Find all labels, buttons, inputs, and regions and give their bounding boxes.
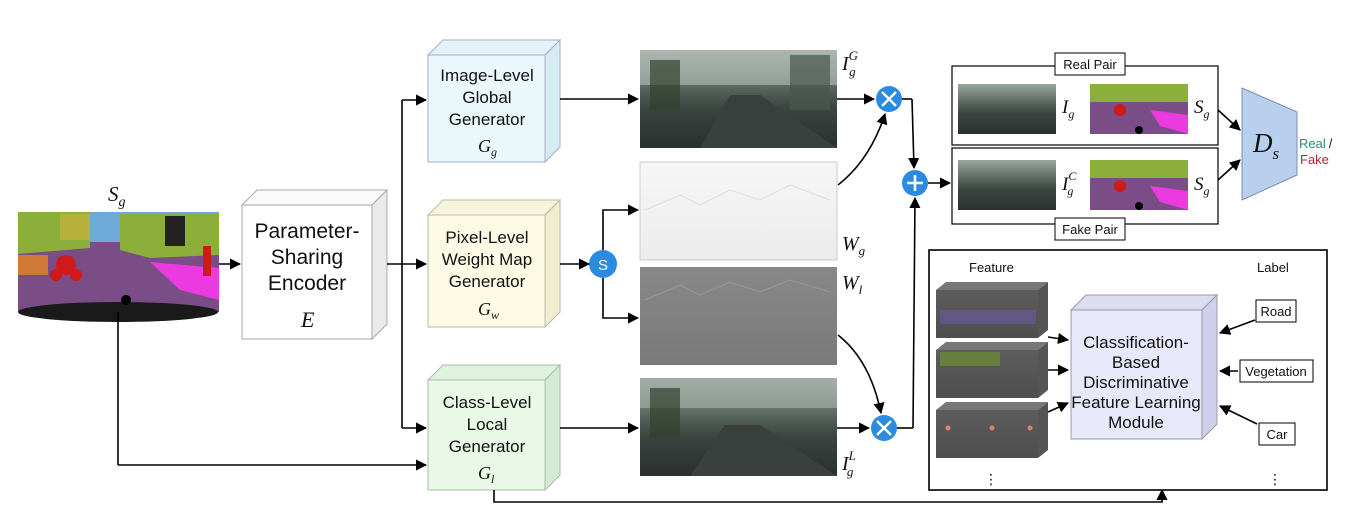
softmax-node: S xyxy=(589,250,617,278)
weight-gen-symbol: Gw xyxy=(478,299,499,322)
real-image-label: Ig xyxy=(1061,97,1074,121)
multiply-node-bottom xyxy=(871,415,897,441)
weight-map-l-label: Wl xyxy=(842,272,863,297)
global-generator-block: Image-Level Global Generator Gg xyxy=(426,38,562,164)
local-output-image xyxy=(640,378,837,476)
local-gen-line1: Class-Level xyxy=(443,393,532,412)
global-gen-line3: Generator xyxy=(449,110,526,129)
weight-map-g-image xyxy=(639,161,838,261)
connections xyxy=(117,93,1241,503)
feature-ellipsis: ⋮ xyxy=(984,472,998,488)
module-line3: Discriminative xyxy=(1083,373,1189,392)
module-line2: Based xyxy=(1112,353,1160,372)
label-ellipsis: ⋮ xyxy=(1268,472,1282,488)
encoder-symbol: E xyxy=(300,307,315,332)
real-pair-label: Real Pair xyxy=(1063,57,1117,72)
feature-header: Feature xyxy=(969,260,1014,275)
weight-map-g-label: Wg xyxy=(842,233,866,258)
feature-map-1 xyxy=(936,282,1048,338)
encoder-line1: Parameter- xyxy=(254,220,359,243)
discriminator-symbol: Ds xyxy=(1252,128,1280,163)
encoder-line2: Sharing xyxy=(271,246,343,269)
label-vegetation: Vegetation xyxy=(1239,359,1314,383)
local-generator-block: Class-Level Local Generator Gl xyxy=(426,363,562,492)
slash: / xyxy=(1329,136,1333,151)
module-block: Classification- Based Discriminative Fea… xyxy=(1069,293,1219,441)
feature-learning-panel: Feature Label ⋮ ⋮ xyxy=(928,249,1328,491)
fake-pair-label: Fake Pair xyxy=(1062,222,1118,237)
encoder-line3: Encoder xyxy=(268,272,346,295)
weight-generator-block: Pixel-Level Weight Map Generator Gw xyxy=(426,198,562,329)
feature-map-2 xyxy=(936,342,1048,398)
label-road: Road xyxy=(1255,299,1297,323)
label-header: Label xyxy=(1257,260,1289,275)
softmax-label: S xyxy=(598,257,608,274)
real-seg-label: Sg xyxy=(1194,97,1210,121)
feature-map-3 xyxy=(936,402,1048,458)
discriminator-block: Ds Real/ Fake xyxy=(1241,87,1333,201)
module-line1: Classification- xyxy=(1083,333,1189,352)
module-line4: Feature Learning xyxy=(1071,393,1200,412)
add-node xyxy=(902,170,928,196)
weight-gen-line1: Pixel-Level xyxy=(445,228,528,247)
global-gen-symbol: Gg xyxy=(478,136,497,159)
label-car-text: Car xyxy=(1267,427,1289,442)
real-word: Real xyxy=(1299,136,1326,151)
weight-map-l-image xyxy=(640,267,837,365)
input-label: Sg xyxy=(108,182,126,210)
label-car: Car xyxy=(1258,422,1296,446)
global-output-image xyxy=(640,50,837,148)
module-line5: Module xyxy=(1108,413,1164,432)
local-gen-symbol: Gl xyxy=(478,463,495,486)
global-gen-line1: Image-Level xyxy=(440,66,534,85)
shared-encoder-block: Parameter- Sharing Encoder E xyxy=(240,188,389,341)
weight-gen-line2: Weight Map xyxy=(442,250,532,269)
local-gen-line2: Local xyxy=(467,415,508,434)
global-gen-line2: Global xyxy=(462,88,511,107)
fake-word: Fake xyxy=(1300,152,1329,167)
fake-seg-label: Sg xyxy=(1194,174,1210,198)
real-pair-group: Real Pair Ig Sg xyxy=(951,52,1219,146)
input-segmentation-map: Sg xyxy=(18,182,219,322)
local-gen-line3: Generator xyxy=(449,437,526,456)
multiply-node-top xyxy=(876,86,902,112)
real-fake-output: Real/ xyxy=(1299,136,1333,151)
label-vegetation-text: Vegetation xyxy=(1245,364,1306,379)
label-road-text: Road xyxy=(1260,304,1291,319)
weight-gen-line3: Generator xyxy=(449,272,526,291)
